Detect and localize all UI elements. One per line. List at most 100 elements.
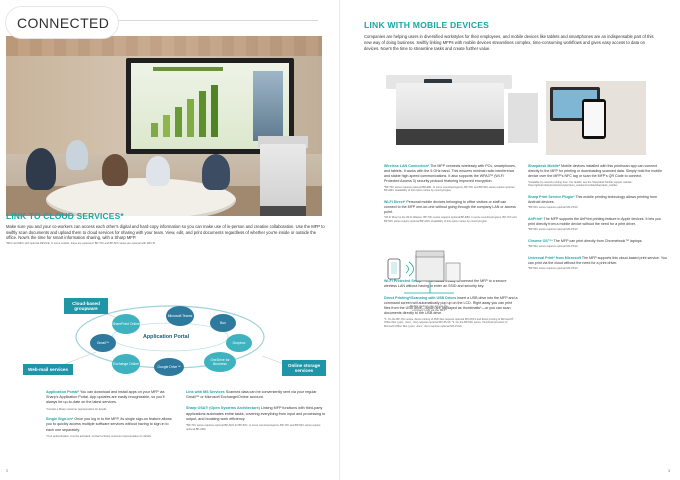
usb-printing-note: *1: On the BP-70C series, direct printin… [384, 317, 514, 329]
onedrive-node: OneDrive for Business [204, 352, 236, 372]
mobile-section-title: LINK WITH MOBILE DEVICES [364, 20, 490, 30]
google-drive-label: Google Drive™ [157, 365, 181, 369]
wps-block: Wi-Fi Protected Setup™ This makes it eas… [384, 279, 518, 289]
wps-text: This makes it easy to connect the MFP to… [384, 279, 507, 289]
display-bar [187, 99, 194, 137]
mfp-icon-lid [415, 250, 445, 258]
print-plugin-title: Sharp Print Service Plugin* [528, 194, 575, 199]
single-sign-on-block: Single Sign-on* Once you log in to the M… [46, 417, 172, 438]
ms-services-block: Link with MS Services Scanned data can b… [186, 390, 326, 400]
sharepoint-node: SharePoint Online [112, 314, 140, 334]
sharepoint-label: SharePoint Online [112, 322, 140, 326]
teams-node: Microsoft Teams [166, 306, 194, 326]
usb-printing-block: Direct Printing*/Scanning with USB Drive… [384, 296, 518, 328]
person [102, 154, 128, 186]
app-portal-title: Application Portal* [46, 390, 79, 394]
mfp-finisher [508, 93, 538, 143]
mfp-mobile-photo [386, 73, 658, 161]
ms-services-text: Scanned data can be conveniently sent vi… [186, 390, 317, 400]
left-page: CONNECTED LINK TO CLOUD SERVICES* Make s… [6, 0, 340, 480]
ms-services-title: Link with MS Services [186, 390, 225, 394]
app-portal-text: You can download and install apps on you… [46, 390, 165, 405]
person [26, 148, 56, 190]
google-drive-node: Google Drive™ [154, 358, 184, 376]
mfp-drawer [396, 129, 504, 145]
sharp-osa-title: Sharp OSA® (Open Systems Architecture) [186, 406, 260, 411]
airprint-title: AirPrint* [528, 216, 543, 221]
universal-print-note: *BP-50C series requires optional MX-PK13… [528, 267, 579, 271]
cloud-intro-footnote: *MFC and MFC with optional DEVICE. In so… [6, 242, 156, 246]
right-page: LINK WITH MOBILE DEVICES Companies are h… [340, 0, 680, 480]
sharpdesk-mobile-note: *Available by network printing from. For… [528, 180, 633, 188]
display-bar [211, 85, 218, 137]
storage-services-label: Online storage services [287, 363, 321, 373]
chrome-os-note: *BP-50C series requires optional MX-PK13… [528, 245, 579, 249]
mobile-intro: Companies are helping users in diversifi… [364, 34, 654, 51]
application-portal-label: Application Portal [143, 334, 190, 340]
person [146, 156, 170, 186]
dropbox-node: Dropbox [226, 334, 252, 352]
right-column-2: Sharpdesk Mobile* Mobile devices install… [528, 164, 668, 278]
server-icon [445, 262, 461, 282]
sharpdesk-mobile-block: Sharpdesk Mobile* Mobile devices install… [528, 164, 668, 188]
print-plugin-note: *BP-50C series requires optional MX-PK13… [528, 206, 579, 210]
app-portal-block: Application Portal* You can download and… [46, 390, 172, 411]
web-services-box: Web-mail services [23, 364, 73, 375]
app-portal-note: *Contact a Sharp customer representative… [46, 407, 107, 411]
wifi-direct-note: *Wi-Fi Direct is the Wi-Fi Alliance. BP-… [384, 216, 517, 223]
universal-print-title: Universal Print* from Microsoft [528, 255, 581, 260]
mfp-printer [260, 144, 306, 214]
sharp-osa-block: Sharp OSA® (Open Systems Architecture) L… [186, 406, 326, 431]
person [66, 140, 88, 170]
right-column-1: Wireless LAN Connection* The MFP connect… [384, 164, 518, 336]
print-plugin-block: Sharp Print Service Plugin* This mobile … [528, 195, 668, 210]
onedrive-label: OneDrive for Business [210, 358, 230, 366]
wps-title: Wi-Fi Protected Setup™ [384, 279, 425, 284]
universal-print-text: The MFP supports this cloud-based print … [528, 255, 667, 265]
storage-services-box: Online storage services [282, 360, 326, 376]
section-pill-label: CONNECTED [17, 15, 110, 31]
wireless-lan-block: Wireless LAN Connection* The MFP connect… [384, 164, 518, 193]
airprint-block: AirPrint* The MFP supports the AirPrint … [528, 217, 668, 232]
person [202, 154, 230, 190]
box-label: Box [220, 321, 226, 325]
wireless-lan-title: Wireless LAN Connection* [384, 164, 430, 168]
single-sign-on-note: *Your authentication must be activated. … [46, 434, 152, 438]
mfp-printer-base [260, 206, 306, 216]
wifi-direct-caption: Mobile devices can access the company LA… [410, 304, 448, 312]
display-bar [199, 91, 206, 137]
wifi-direct-block: Wi-Fi Direct* Personal mobile devices be… [384, 200, 518, 224]
dropbox-label: Dropbox [232, 341, 246, 345]
left-column-2: Link with MS Services Scanned data can b… [186, 390, 326, 431]
diagram-connector [261, 355, 285, 365]
mfp-icon [415, 254, 445, 282]
wifi-direct-title: Wi-Fi Direct* [384, 199, 406, 204]
cloud-groupware-box: Cloud-based groupware [64, 298, 108, 314]
meeting-room-photo [6, 36, 322, 216]
exchange-node: Exchange Online [112, 354, 140, 374]
sharpdesk-mobile-text: Mobile devices installed with this print… [528, 164, 662, 178]
wireless-lan-text: The MFP connects wirelessly with PCs, sm… [384, 164, 516, 183]
header-rule [118, 20, 318, 21]
gmail-node: Gmail™ [90, 334, 116, 352]
print-plugin-text: This mobile printing technology allows p… [528, 194, 657, 204]
cloud-section-title: LINK TO CLOUD SERVICES* [6, 211, 124, 221]
chrome-os-title: Chrome OS™* [528, 238, 553, 243]
single-sign-on-text: Once you log in to the MFP, its single s… [46, 417, 172, 432]
smartphone-screen [584, 102, 604, 136]
display-bar [151, 123, 158, 137]
chrome-os-text: The MFP can print directly from Chromebo… [553, 238, 643, 243]
display-screen [126, 58, 294, 154]
single-sign-on-title: Single Sign-on* [46, 417, 74, 422]
teams-label: Microsoft Teams [167, 314, 193, 318]
usb-printing-text: Insert a USB drive into the MFP and a co… [384, 296, 518, 316]
cloud-intro-text: Make sure you and your co-workers can ac… [6, 224, 325, 241]
sharpdesk-mobile-title: Sharpdesk Mobile* [528, 164, 561, 168]
exchange-label: Exchange Online [113, 362, 139, 366]
sharp-osa-text: Linking MFP functions with third-party a… [186, 406, 326, 421]
wifi-direct-figure [387, 250, 461, 294]
display-chart-title [153, 67, 223, 71]
airprint-note: *BP-50C series requires optional MX-PK13… [528, 228, 579, 232]
web-services-label: Web-mail services [28, 367, 69, 372]
